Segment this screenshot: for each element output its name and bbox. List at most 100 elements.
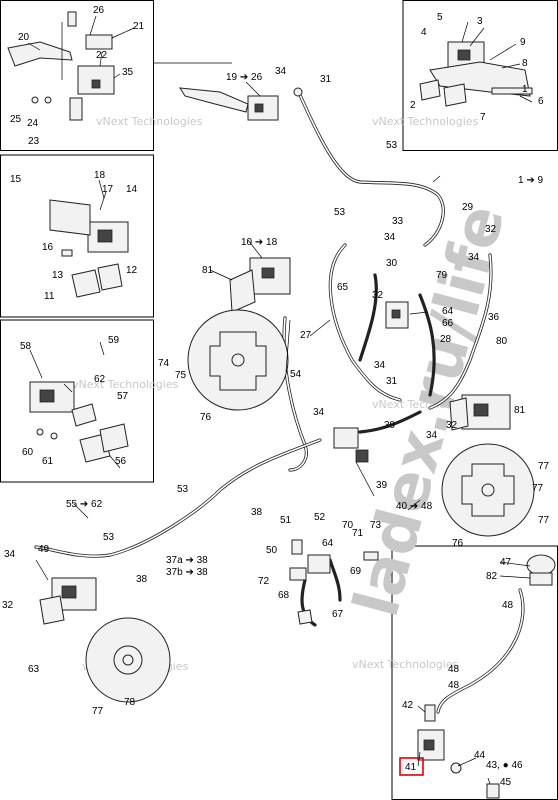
watermark-1: vNext Technologies	[96, 115, 203, 128]
callout-58: 58	[20, 341, 32, 352]
callout-51: 51	[280, 515, 292, 526]
callout-56: 56	[115, 456, 127, 467]
callout-8: 8	[522, 58, 528, 69]
leader-lines	[27, 15, 533, 785]
caliper-box2	[87, 221, 129, 253]
rear-master-cylinder	[417, 729, 445, 761]
callout-21: 21	[133, 21, 145, 32]
callout-38-b: 38	[136, 574, 148, 585]
callout-24: 24	[27, 118, 39, 129]
callout-39-b: 39	[376, 480, 388, 491]
callout-47: 47	[500, 557, 512, 568]
callout-44: 44	[474, 750, 486, 761]
front-master-cylinder-group	[7, 11, 115, 121]
callout-7: 7	[480, 112, 486, 123]
caliper-box2-group	[49, 199, 129, 298]
brake-pad-pair-box2	[71, 269, 101, 298]
callout-15: 15	[10, 174, 22, 185]
callout-1: 1	[522, 84, 528, 95]
callout-39-a: 39	[384, 420, 396, 431]
callout-28: 28	[440, 334, 452, 345]
callout-34-e: 34	[313, 407, 325, 418]
callout-13: 13	[52, 270, 64, 281]
callout-34-g: 34	[4, 549, 16, 560]
callout-63: 63	[28, 664, 40, 675]
callout-labels: 20 26 21 22 35 25 24 23 19 ➔ 26 34 31 5 …	[2, 5, 550, 788]
callout-74: 74	[158, 358, 170, 369]
callout-9: 9	[520, 37, 526, 48]
brake-lever-left	[7, 41, 73, 67]
callout-72: 72	[258, 576, 270, 587]
callout-65: 65	[337, 282, 349, 293]
top-master-cylinder-group	[179, 87, 303, 121]
callout-50: 50	[266, 545, 278, 556]
callout-5: 5	[437, 12, 443, 23]
callout-18: 18	[94, 170, 106, 181]
callout-54: 54	[290, 369, 302, 380]
callout-34-d: 34	[374, 360, 386, 371]
callout-82: 82	[486, 571, 498, 582]
callout-41-highlight	[399, 757, 424, 776]
caliper-box3-group	[29, 381, 129, 463]
callout-6: 6	[538, 96, 544, 107]
watermark-6: vNext Technologies	[352, 658, 459, 671]
callout-77-a: 77	[538, 461, 550, 472]
callout-61: 61	[42, 456, 54, 467]
callout-49: 49	[38, 544, 50, 555]
frame-rear-caliper-left	[0, 319, 154, 483]
brake-lever-center	[179, 87, 249, 113]
center-master-cylinder-group	[229, 257, 291, 313]
callout-38-a: 38	[251, 507, 263, 518]
callout-77-b: 77	[532, 483, 544, 494]
callout-59: 59	[108, 335, 120, 346]
brake-discs	[85, 309, 535, 703]
caliper-right-group	[449, 394, 511, 431]
callout-52: 52	[314, 512, 326, 523]
callout-27: 27	[300, 330, 312, 341]
callout-53-mid: 53	[334, 207, 346, 218]
junction-lower	[307, 554, 331, 574]
center-bottom-parts-group	[289, 539, 379, 625]
callout-1-9: 1 ➔ 9	[518, 175, 543, 186]
callout-34-b: 34	[384, 232, 396, 243]
callout-16: 16	[42, 242, 54, 253]
callout-2: 2	[410, 100, 416, 111]
callout-55-62: 55 ➔ 62	[66, 499, 103, 510]
callout-30: 30	[386, 258, 398, 269]
callout-57: 57	[117, 391, 129, 402]
callout-40-48: 40 ➔ 48	[396, 501, 433, 512]
callout-36: 36	[488, 312, 500, 323]
callout-79: 79	[436, 270, 448, 281]
callout-78: 78	[124, 697, 136, 708]
callout-22: 22	[96, 50, 108, 61]
callout-26: 26	[93, 5, 105, 16]
callout-12: 12	[126, 265, 138, 276]
callout-31: 31	[320, 74, 332, 85]
callout-37a-38: 37a ➔ 38	[166, 555, 208, 566]
callout-70: 70	[342, 520, 354, 531]
callout-32-a: 32	[485, 224, 497, 235]
caliper-top-right-group	[419, 41, 533, 107]
callout-34-top: 34	[275, 66, 287, 77]
callout-75: 75	[175, 370, 187, 381]
callout-32-d: 32	[2, 600, 14, 611]
callout-48-a: 48	[502, 600, 514, 611]
callout-77-c: 77	[538, 515, 550, 526]
callout-23: 23	[28, 136, 40, 147]
callout-76-a: 76	[200, 412, 212, 423]
callout-45: 45	[500, 777, 512, 788]
frame-front-caliper-left	[0, 154, 154, 318]
callout-14: 14	[126, 184, 138, 195]
callout-20: 20	[18, 32, 30, 43]
reservoir-cover	[85, 34, 113, 50]
callout-53-top: 53	[386, 140, 398, 151]
callout-64-b: 64	[322, 538, 334, 549]
callout-62: 62	[94, 374, 106, 385]
callout-67: 67	[332, 609, 344, 620]
callout-48-b: 48	[448, 664, 460, 675]
callout-32-b: 32	[372, 290, 384, 301]
callout-33: 33	[392, 216, 404, 227]
callout-3: 3	[477, 16, 483, 27]
rear-master-cylinder-group	[399, 554, 556, 799]
